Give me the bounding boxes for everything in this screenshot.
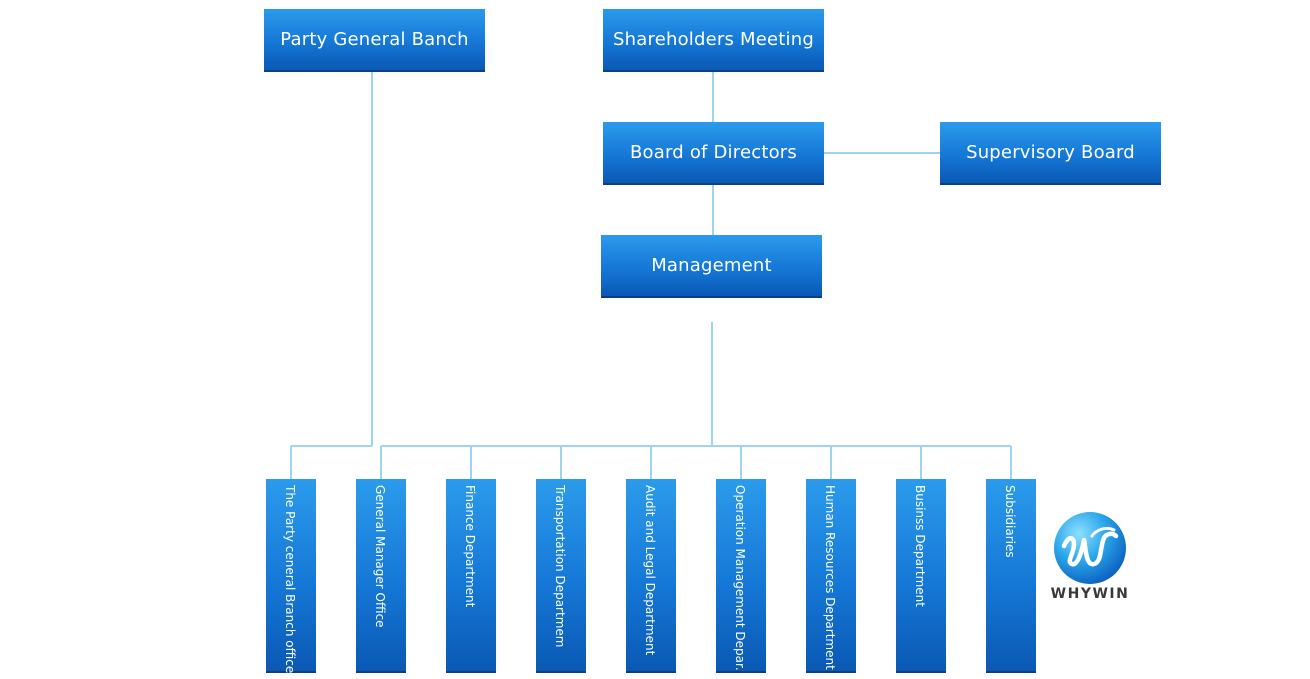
dept-finance-label: Finance Department — [463, 485, 477, 608]
dept-subsidiaries-label: Subsidiaries — [1003, 485, 1017, 558]
whywin-logo-icon — [1054, 512, 1126, 584]
dept-operation-management: Operation Management Depar. — [716, 479, 766, 673]
dept-operation-management-label: Operation Management Depar. — [733, 485, 747, 671]
dept-finance: Finance Department — [446, 479, 496, 673]
shareholders-meeting-box: Shareholders Meeting — [603, 9, 824, 72]
dept-general-manager-office-label: General Manager Office — [373, 485, 387, 628]
dept-human-resources: Human Resources Department — [806, 479, 856, 673]
board-of-directors-box: Board of Directors — [603, 122, 824, 185]
party-general-branch-label: Party General Banch — [280, 29, 469, 50]
management-label: Management — [651, 255, 772, 276]
dept-business-label: Businss Department — [913, 485, 927, 607]
dept-transportation: Transportation Departmem — [536, 479, 586, 673]
company-logo: WHYWIN — [1040, 508, 1140, 608]
management-box: Management — [601, 235, 822, 298]
board-of-directors-label: Board of Directors — [630, 142, 797, 163]
dept-human-resources-label: Human Resources Department — [823, 485, 837, 670]
shareholders-meeting-label: Shareholders Meeting — [613, 29, 814, 50]
dept-business: Businss Department — [896, 479, 946, 673]
dept-general-manager-office: General Manager Office — [356, 479, 406, 673]
dept-transportation-label: Transportation Departmem — [553, 485, 567, 648]
party-general-branch-box: Party General Banch — [264, 9, 485, 72]
supervisory-board-box: Supervisory Board — [940, 122, 1161, 185]
supervisory-board-label: Supervisory Board — [966, 142, 1135, 163]
dept-party-branch-office: The Party ceneral Branch office — [266, 479, 316, 673]
dept-subsidiaries: Subsidiaries — [986, 479, 1036, 673]
logo-text: WHYWIN — [1050, 586, 1130, 602]
dept-audit-legal-label: Audit and Legal Department — [643, 485, 657, 656]
dept-party-branch-office-label: The Party ceneral Branch office — [283, 485, 297, 674]
dept-audit-legal: Audit and Legal Department — [626, 479, 676, 673]
